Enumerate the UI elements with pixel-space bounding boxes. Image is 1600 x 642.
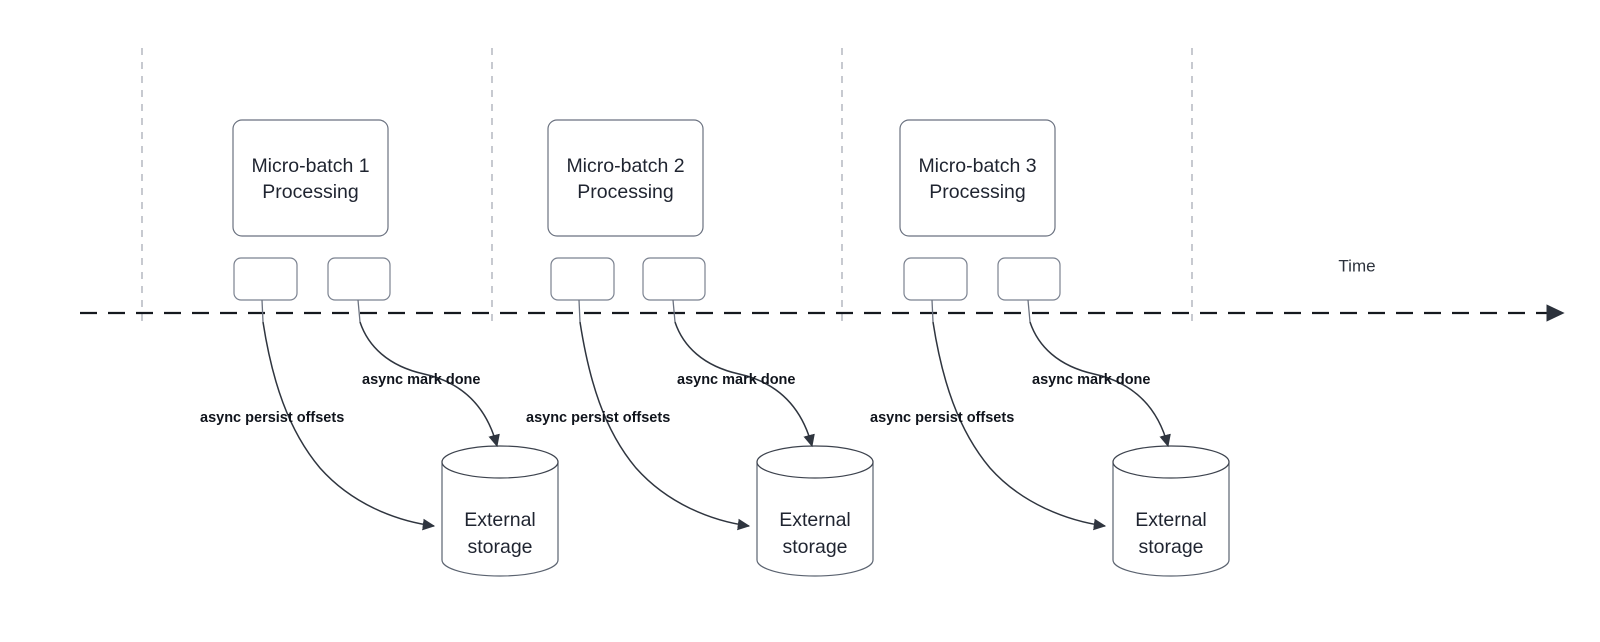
external-storage-1-label-line2: storage [467,536,532,558]
micro-batch-3-external-storage[interactable]: External storage [1112,445,1230,577]
group-micro-batch-2: Micro-batch 2 Processing External storag… [526,119,874,577]
micro-batch-2-persist-offsets-arrow [579,321,751,531]
micro-batch-1-persist-offsets-task[interactable] [233,257,298,301]
micro-batch-2-label-line1: Micro-batch 2 [566,155,684,177]
micro-batch-3-label-line1: Micro-batch 3 [918,155,1036,177]
micro-batch-3-persist-offsets-task[interactable] [903,257,968,301]
time-axis-label: Time [1338,256,1375,275]
micro-batch-2-markdone-stub [672,299,676,323]
external-storage-2-top [756,445,874,479]
external-storage-3-top [1112,445,1230,479]
micro-batch-2-box[interactable] [547,119,704,237]
micro-batch-1-box[interactable] [232,119,389,237]
micro-batch-2-mark-done-arrow [674,321,815,448]
micro-batch-1-persist-offsets-label: async persist offsets [200,410,344,426]
micro-batch-2-mark-done-label: async mark done [677,372,795,388]
micro-batch-2-external-storage[interactable]: External storage [756,445,874,577]
micro-batch-3-persist-offsets-arrow [932,321,1107,531]
micro-batch-3-mark-done-label: async mark done [1032,372,1150,388]
micro-batch-1-persist-stub [261,299,264,323]
time-axis: Time [80,256,1565,322]
external-storage-2-label-line2: storage [782,536,847,558]
micro-batch-2-persist-offsets-task[interactable] [550,257,615,301]
micro-batch-2-label-line2: Processing [577,181,673,203]
external-storage-1-label-line1: External [464,509,536,531]
external-storage-1-body [441,461,559,577]
micro-batch-3-persist-offsets-label: async persist offsets [870,410,1014,426]
timeline-tick-lines [141,48,1193,326]
micro-batch-1-external-storage[interactable]: External storage [441,445,559,577]
micro-batch-1-mark-done-arrow [359,321,500,448]
external-storage-1-top [441,445,559,479]
micro-batch-1-label-line1: Micro-batch 1 [251,155,369,177]
micro-batch-2-persist-stub [578,299,581,323]
external-storage-3-label-line1: External [1135,509,1207,531]
micro-batch-1-label-line2: Processing [262,181,358,203]
external-storage-2-label-line1: External [779,509,851,531]
micro-batch-1-persist-offsets-arrow [262,321,436,531]
external-storage-3-label-line2: storage [1138,536,1203,558]
micro-batch-3-mark-done-task[interactable] [997,257,1061,301]
micro-batch-2-mark-done-task[interactable] [642,257,706,301]
micro-batch-3-box[interactable] [899,119,1056,237]
micro-batch-3-persist-stub [931,299,934,323]
micro-batch-3-mark-done-arrow [1029,321,1171,448]
micro-batch-1-mark-done-label: async mark done [362,372,480,388]
micro-batch-1-markdone-stub [357,299,361,323]
micro-batch-3-label-line2: Processing [929,181,1025,203]
micro-batch-3-markdone-stub [1027,299,1031,323]
external-storage-2-body [756,461,874,577]
micro-batch-1-mark-done-task[interactable] [327,257,391,301]
group-micro-batch-3: Micro-batch 3 Processing External storag… [870,119,1230,577]
external-storage-3-body [1112,461,1230,577]
group-micro-batch-1: Micro-batch 1 Processing External storag… [200,119,559,577]
micro-batch-2-persist-offsets-label: async persist offsets [526,410,670,426]
